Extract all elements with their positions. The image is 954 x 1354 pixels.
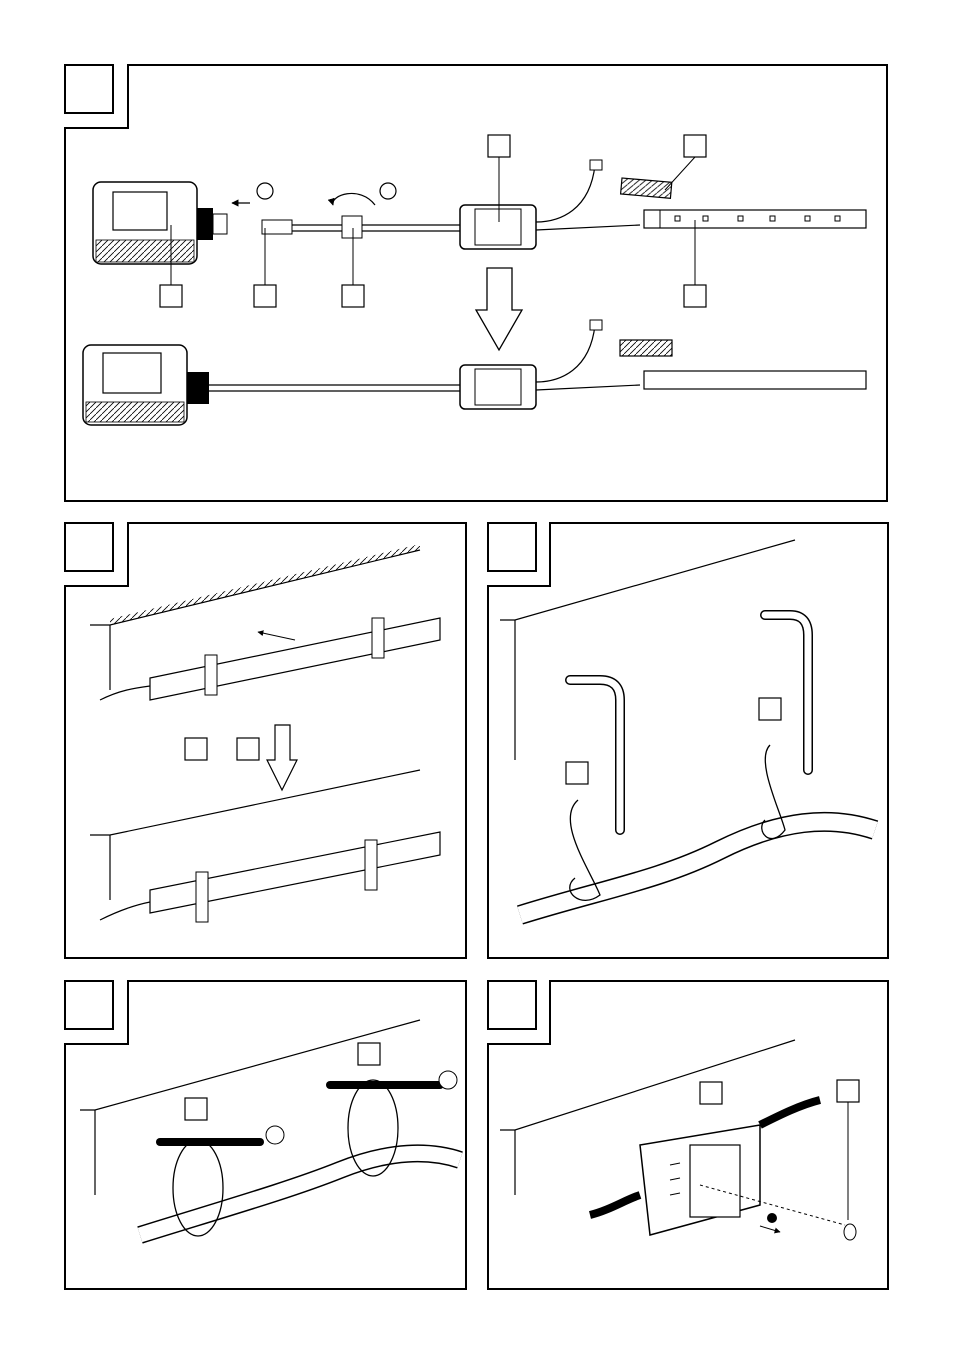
panel-hooks-mounting — [487, 522, 889, 959]
controller-box — [459, 204, 537, 250]
power-adapter-assembled — [82, 344, 209, 426]
led-strip — [643, 209, 867, 229]
callout-box — [159, 284, 183, 308]
panel-number-box — [64, 64, 114, 114]
dc-plug — [261, 219, 293, 235]
callout-box — [487, 134, 511, 158]
panel-connection-overview — [64, 64, 888, 502]
down-arrow — [474, 267, 524, 352]
remote-control-assembled — [619, 339, 673, 357]
power-adapter — [92, 181, 228, 265]
callout-box — [683, 284, 707, 308]
callout-box — [253, 284, 277, 308]
ir-sensor — [589, 159, 603, 171]
panel-mounting-clips — [64, 522, 467, 959]
remote-control — [619, 177, 673, 199]
panel-ring-hooks-mounting — [64, 980, 467, 1290]
step-circle-1 — [256, 182, 274, 200]
cable-coupler — [341, 215, 363, 239]
controller-box-mount — [639, 1124, 761, 1236]
callout-box — [341, 284, 365, 308]
step-circle-2 — [379, 182, 397, 200]
callout-box — [683, 134, 707, 158]
panel-controller-screw-mount — [487, 980, 889, 1290]
panel-frame — [64, 64, 888, 502]
led-strip-assembled — [643, 370, 867, 390]
